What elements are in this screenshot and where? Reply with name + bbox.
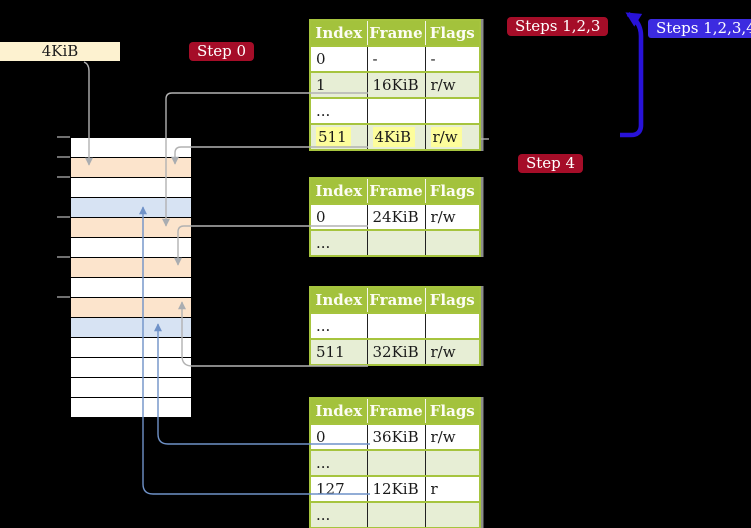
table-cell [424,449,480,476]
memory-frame-row-blue [71,318,191,338]
column-header: Frame [366,20,425,46]
badge-steps-1-2-3-4: Steps 1,2,3,4 [648,19,751,38]
tick-mark [57,216,70,218]
table-row: 0-- [310,45,480,72]
table-cell: 0 [310,45,367,72]
tick-mark [57,176,70,178]
column-header: Index [310,287,367,313]
table-cell [366,97,425,124]
table-cell: ... [310,501,367,528]
table-cell: r [424,475,480,502]
table-cell: 0 [310,203,367,230]
table-cell [366,501,425,528]
table-cell [366,312,425,339]
table-row: 511 4KiB r/w [310,123,480,150]
table-cell: r/w [424,338,480,365]
physical-memory-column [70,137,192,419]
table-cell: 511 [310,338,367,365]
table-cell: 12KiB [366,475,425,502]
memory-frame-row-white [71,178,191,198]
table-cell: ... [310,312,367,339]
table-cell: r/w [424,423,480,450]
table-row: ... [310,312,480,339]
table-cell: 511 [310,123,367,150]
column-header: Frame [366,178,425,204]
memory-frame-row-white [71,238,191,258]
table-cell: r/w [424,71,480,98]
tick-mark [57,256,70,258]
badge-steps-1-2-3: Steps 1,2,3 [507,17,609,36]
table-cell: - [366,45,425,72]
memory-frame-row-white [71,278,191,298]
memory-frame-row-peach [71,158,191,178]
table-cell: ... [310,229,367,256]
tick-mark [57,296,70,298]
frame-size-label: 4KiB [0,42,120,61]
table-row: ... [310,501,480,528]
table-cell: - [424,45,480,72]
memory-frame-row-blue [71,198,191,218]
table-cell: 24KiB [366,203,425,230]
column-header: Frame [366,287,425,313]
memory-frame-row-white [71,398,191,418]
table-row: ... [310,449,480,476]
table-cell: 1 [310,71,367,98]
table-cell [424,229,480,256]
table-row: ... [310,229,480,256]
column-header: Index [310,398,367,424]
tick-mark [57,136,70,138]
table-cell: 32KiB [366,338,425,365]
column-header: Index [310,20,367,46]
column-header: Flags [424,178,480,204]
column-header: Flags [424,398,480,424]
table-cell: 16KiB [366,71,425,98]
highlighted-value: r/w [430,127,462,147]
memory-frame-row-white [71,138,191,158]
table-cell [366,449,425,476]
badge-step-4: Step 4 [518,154,584,173]
table-cell: ... [310,449,367,476]
table-cell: 4KiB [366,123,425,150]
table-cell [366,229,425,256]
table-cell: 127 [310,475,367,502]
badge-step-0: Step 0 [189,42,255,61]
memory-frame-row-white [71,358,191,378]
memory-frame-row-peach [71,298,191,318]
memory-frame-row-white [71,378,191,398]
highlighted-value: 511 [316,127,351,147]
recursive-loop-arrow [620,12,644,138]
memory-frame-row-peach [71,258,191,278]
highlighted-value: 4KiB [372,127,416,147]
table-cell: 0 [310,423,367,450]
table-cell: r/w [424,203,480,230]
tick-mark [57,156,70,158]
table-cell [424,312,480,339]
memory-frame-row-peach [71,218,191,238]
column-header: Frame [366,398,425,424]
table-cell: ... [310,97,367,124]
column-header: Flags [424,20,480,46]
table-cell: r/w [424,123,480,150]
memory-frame-row-white [71,338,191,358]
table-cell [424,501,480,528]
table-cell: 36KiB [366,423,425,450]
column-header: Flags [424,287,480,313]
column-header: Index [310,178,367,204]
table-cell [424,97,480,124]
table-row: ... [310,97,480,124]
